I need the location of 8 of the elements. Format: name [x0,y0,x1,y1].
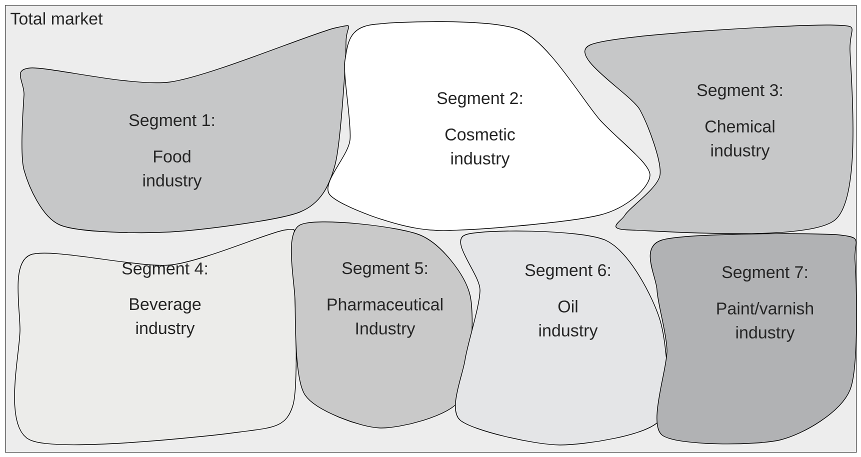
segment-blob: Segment 3: Chemical industry [584,24,854,234]
segment-blob: Segment 7: Paint/varnish industry [650,233,857,444]
frame-title: Total market [10,12,103,25]
segment-blob: Segment 6: Oil industry [455,230,668,446]
segment-blob: Segment 5: Pharmaceutical Industry [290,222,472,428]
segment-blob: Segment 2: Cosmetic industry [328,21,650,231]
segment-blob: Segment 1: Food industry [20,25,350,234]
segment-blob: Segment 4: Beverage industry [14,228,297,446]
